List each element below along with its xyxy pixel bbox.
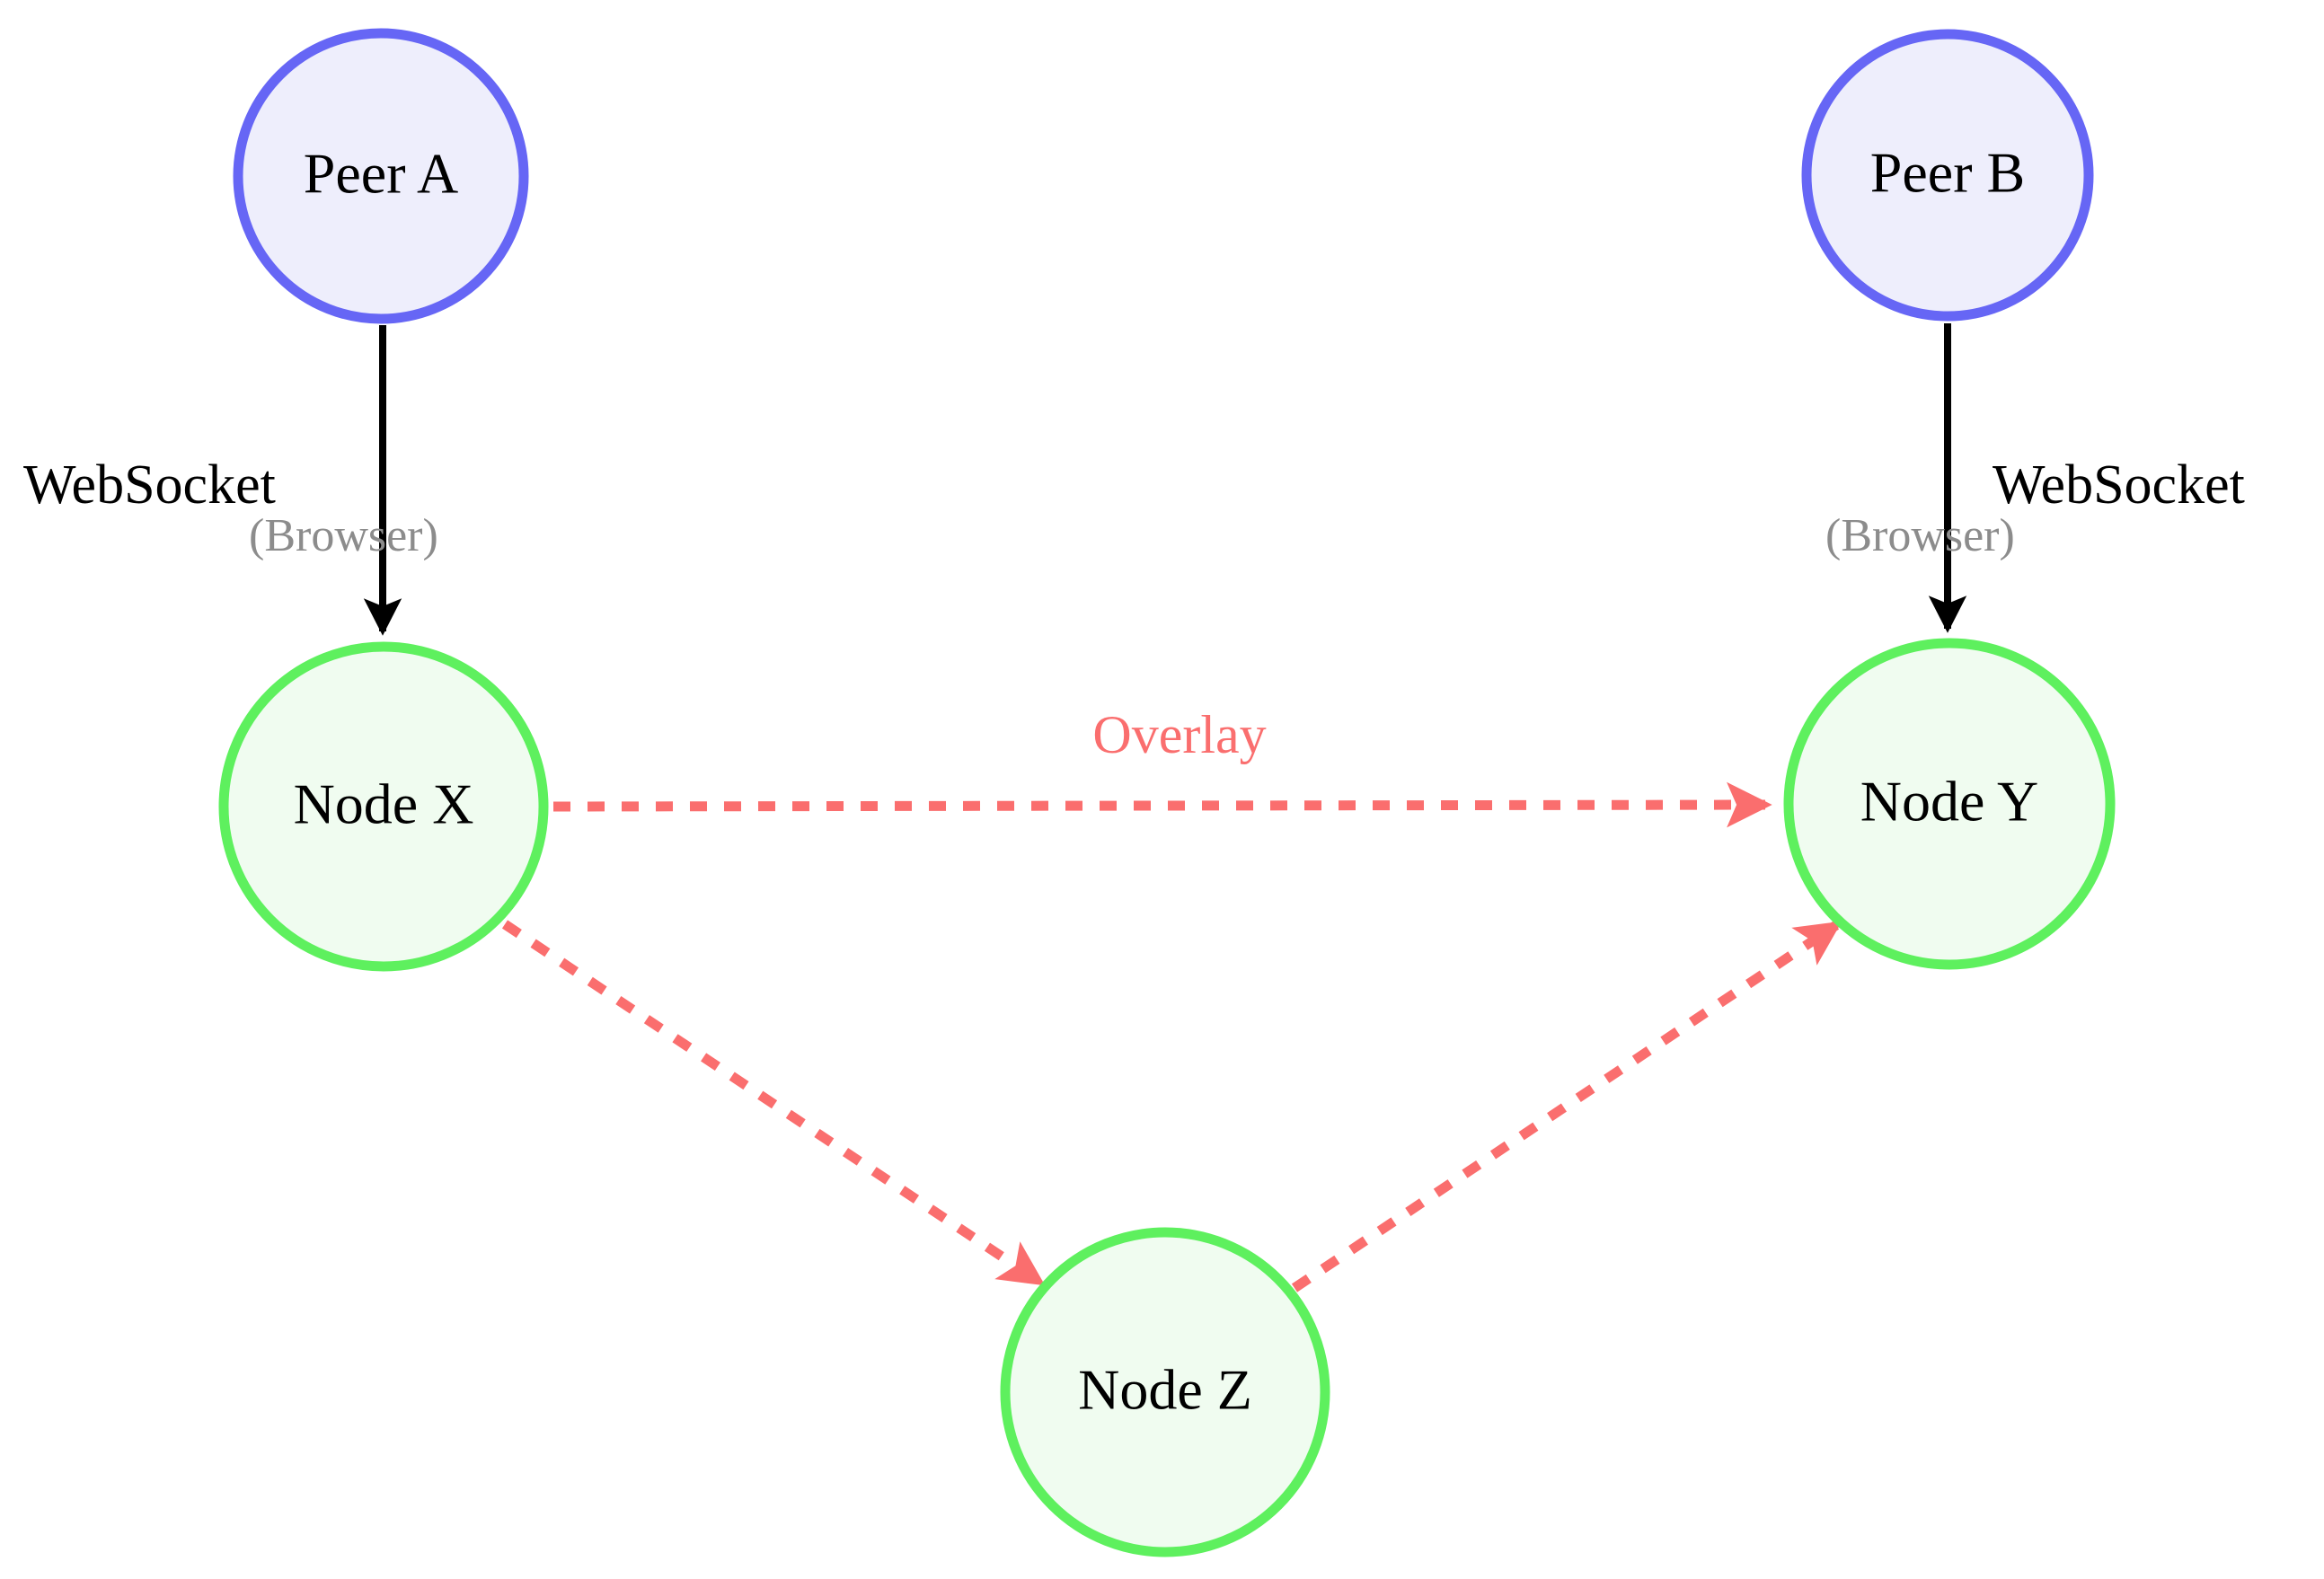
node-peer-a[interactable]: Peer A xyxy=(233,28,529,324)
node-node-x-label: Node X xyxy=(294,772,474,836)
node-node-z[interactable]: Node Z xyxy=(1000,1227,1330,1557)
edge-node-x-node-z xyxy=(501,920,1046,1286)
edge-labels-group: WebSocket (Browser) WebSocket (Browser) … xyxy=(23,454,2245,764)
node-peer-a-circle[interactable] xyxy=(233,28,529,324)
node-node-z-label: Node Z xyxy=(1078,1358,1252,1422)
node-peer-b-circle[interactable] xyxy=(1801,29,2094,322)
node-node-y-label: Node Y xyxy=(1860,770,2038,834)
node-peer-a-label: Peer A xyxy=(304,142,458,206)
node-node-x-circle[interactable] xyxy=(218,641,549,972)
edge-label-browser-right: (Browser) xyxy=(1825,510,2015,561)
edge-label-browser-left: (Browser) xyxy=(249,510,438,561)
websocket-edges-group xyxy=(363,323,1967,636)
node-node-x[interactable]: Node X xyxy=(218,641,549,972)
edge-node-z-node-y xyxy=(1291,921,1842,1292)
edge-label-overlay: Overlay xyxy=(1092,705,1266,764)
node-node-y[interactable]: Node Y xyxy=(1783,638,2116,970)
edge-label-websocket-left: WebSocket xyxy=(23,454,276,516)
node-peer-b[interactable]: Peer B xyxy=(1801,29,2094,322)
overlay-edges-group xyxy=(501,781,1842,1292)
node-node-z-circle[interactable] xyxy=(1000,1227,1330,1557)
edge-label-websocket-right: WebSocket xyxy=(1993,454,2245,516)
edge-node-x-node-y xyxy=(552,781,1772,828)
nodes-group: Peer A Peer B Node X Node Y Node Z xyxy=(218,28,2116,1557)
node-node-y-circle[interactable] xyxy=(1783,638,2116,970)
node-peer-b-label: Peer B xyxy=(1870,141,2025,205)
